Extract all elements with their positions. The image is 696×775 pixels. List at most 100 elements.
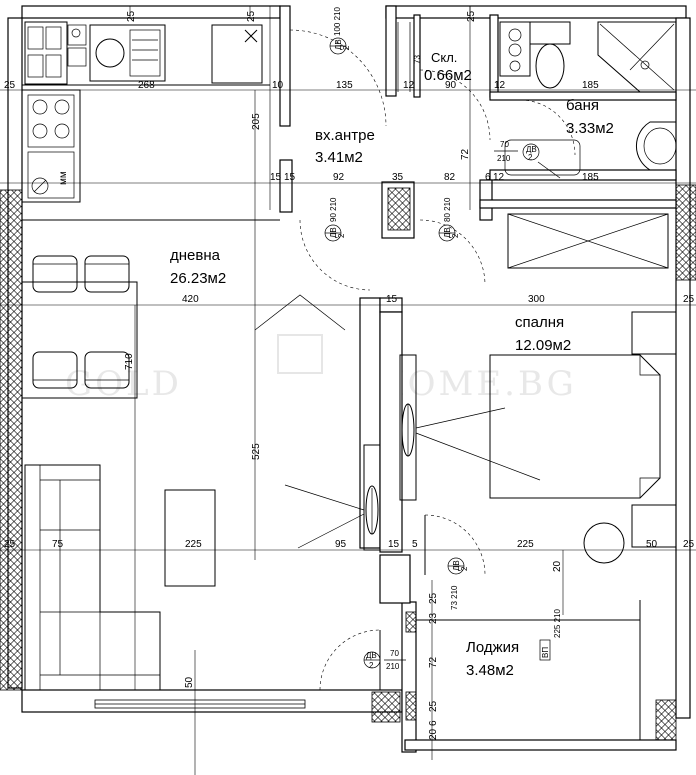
dim-50a: 50 [646,539,658,550]
room-labels: дневна 26.23м2 вх.антре 3.41м2 Скл. 0.66… [170,50,614,679]
dim-35: 35 [392,172,404,183]
living-room-area: 26.23м2 [170,270,226,287]
dim-50b: 50 [184,676,195,688]
loggia-door-bottom-height: 210 [386,662,400,671]
loggia-door-top-num: 2 [460,566,469,571]
storage-door-width: 73 [413,55,422,64]
dim-left-25: 25 [4,80,16,91]
dim-95: 95 [335,539,347,550]
dim-72a: 72 [460,148,471,160]
bedroom-name: спалня [515,314,564,331]
dimension-lines [0,6,696,775]
bath-door-width: 70 [500,140,509,149]
dim-15c: 15 [386,294,398,305]
dim-bottom-25: 25 [4,539,16,550]
dim-420: 420 [182,294,199,305]
watermark-left: GOLD [65,364,182,404]
dim-710: 710 [124,353,135,370]
bathroom-name: баня [566,97,599,114]
living-window [94,699,306,709]
bath-door-num: 2 [528,153,533,162]
storage-door-tag: 73 [413,55,422,64]
dim-25b: 25 [428,700,439,712]
dim-185b: 185 [582,172,599,183]
dim-82: 82 [444,172,456,183]
storage-area: 0.66м2 [424,67,472,84]
bedroom-door-num: 2 [451,233,460,238]
balcony-window-tag: ВП 225 210 [539,609,562,661]
loggia-door-top-type: ДВ [452,560,461,571]
dim-15d: 15 [388,539,400,550]
bedroom-door-type: ДВ [443,227,452,238]
interior-walls [279,5,677,604]
dim-72b: 72 [428,656,439,668]
front-door-tag: ДВ 2 100 210 [329,7,351,55]
dim-185a: 185 [582,80,599,91]
dim-525: 525 [251,443,262,460]
loggia-area: 3.48м2 [466,662,514,679]
living-door-size: 90 210 [329,197,338,222]
dim-10: 10 [272,80,284,91]
front-door-num: 2 [342,45,351,50]
dim-6: 6 [485,172,491,183]
dim-top-25a: 25 [126,10,137,22]
balcony-window-type: ВП [541,647,550,658]
dim-92: 92 [333,172,345,183]
dim-23: 23 [428,612,439,624]
dim-205: 205 [251,113,262,130]
bathroom-fixtures [499,21,677,176]
dim-75: 75 [52,539,64,550]
bedroom-area: 12.09м2 [515,337,571,354]
loggia-name: Лоджия [466,639,519,656]
living-door-num: 2 [337,233,346,238]
dimension-texts: 25 25 25 25 268 10 135 12 90 12 185 205 … [4,10,695,740]
dim-20b: 20 [428,728,439,740]
balcony-window-size: 225 210 [553,609,562,638]
living-room-name: дневна [170,247,221,264]
bath-door-height: 210 [497,154,511,163]
dim-225a: 225 [185,539,202,550]
dim-15b: 15 [284,172,296,183]
loggia-door-top-size: 73 210 [450,585,459,610]
living-door-type: ДВ [329,227,338,238]
loggia-door-bottom-width: 70 [390,649,399,658]
storage-room [397,22,411,92]
dim-right-25a: 25 [683,294,695,305]
hall-name: вх.антре [315,127,375,144]
dim-5: 5 [412,539,418,550]
dim-12b: 12 [494,80,506,91]
storage-name: Скл. [431,50,457,65]
front-door-size: 100 210 [333,7,342,36]
front-door-type: ДВ [334,39,343,50]
bedroom-door-tag: ДВ 2 80 210 [438,197,460,242]
dim-135: 135 [336,80,353,91]
dim-15a: 15 [270,172,282,183]
loggia-door-top-tag: ДВ 2 73 210 [447,557,469,610]
dim-25a: 25 [428,592,439,604]
dim-right-25b: 25 [683,539,695,550]
dim-20: 20 [552,560,563,572]
loggia-door-bottom-num: 2 [369,661,374,670]
bedroom-door-size: 80 210 [443,197,452,222]
loggia-door-bottom-tag: ДВ 2 70 210 [363,649,406,671]
bath-door-tag: 70 210 ДВ 2 [494,140,540,163]
sofa [24,464,216,691]
dim-300: 300 [528,294,545,305]
microwave-label: мм [58,171,69,185]
dim-top-25b: 25 [246,10,257,22]
dining-table [21,219,280,399]
dim-12c: 12 [493,172,505,183]
dim-225b: 225 [517,539,534,550]
hall-area: 3.41м2 [315,149,363,166]
dim-268: 268 [138,80,155,91]
dim-12a: 12 [403,80,415,91]
dim-6b: 6 [428,720,439,726]
kitchen: мм [21,21,270,203]
opening-tags: ДВ 2 100 210 73 70 210 ДВ 2 ДВ 2 90 210 [324,7,562,671]
watermark-right: HOME.BG [375,364,577,404]
watermark: GOLD HOME.BG [65,294,577,404]
living-door-tag: ДВ 2 90 210 [324,197,346,242]
dim-top-25c: 25 [466,10,477,22]
dim-90: 90 [445,80,457,91]
